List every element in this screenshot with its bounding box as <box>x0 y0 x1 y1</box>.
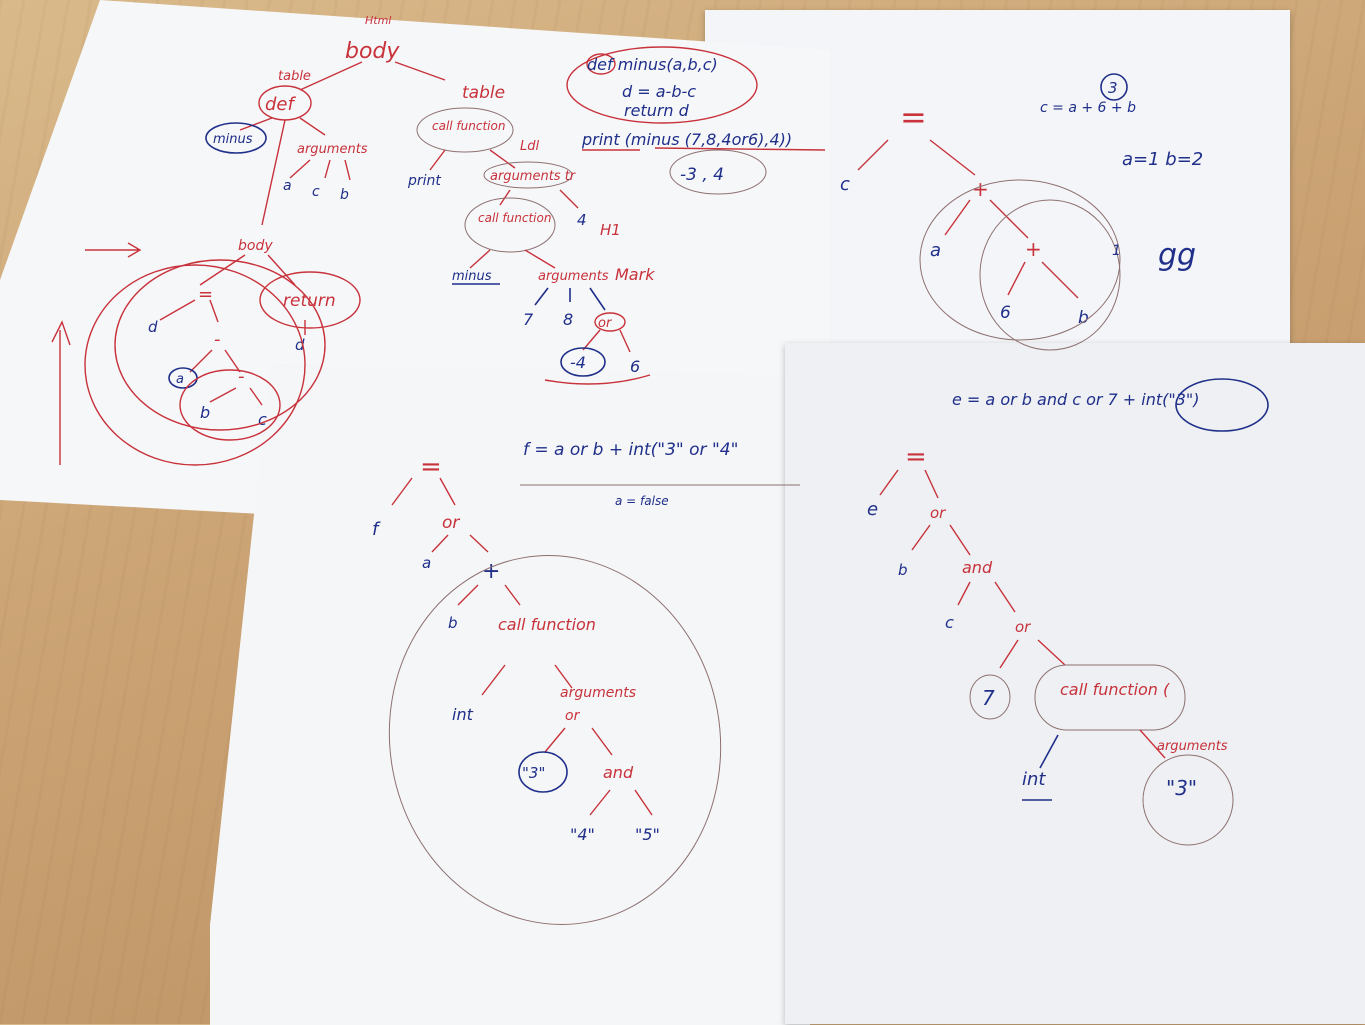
four-label: 4 <box>577 211 587 229</box>
br-three: "3" <box>1166 776 1197 800</box>
minus-circle <box>205 122 267 154</box>
sheet-bottom-right <box>785 343 1365 1024</box>
sub-c: c <box>258 410 267 429</box>
body-label: body <box>345 39 400 64</box>
html-label: Html <box>365 14 391 27</box>
br-call-function: call function ( <box>1060 680 1170 699</box>
arg-c: c <box>312 184 320 200</box>
br-int: int <box>1022 769 1046 790</box>
call-function-2-label: call function <box>478 211 551 225</box>
bl-formula: f = a or b + int("3" or "4" <box>523 440 738 460</box>
bl-plus: + <box>482 559 500 584</box>
neg-4: -4 <box>570 353 586 372</box>
minus-label: minus <box>213 132 253 147</box>
tr-one: 1 <box>1112 243 1121 259</box>
tr-formula: c = a + 6 + b <box>1040 100 1136 116</box>
tr-six: 6 <box>1000 303 1011 323</box>
tr-plus-2: + <box>1025 237 1042 261</box>
or-node: or <box>598 316 613 331</box>
bl-call-function: call function <box>498 615 596 634</box>
tr-b: b <box>1078 308 1089 328</box>
call-function-label: call function <box>432 119 505 133</box>
table-label-2: table <box>462 83 505 103</box>
result-label: -3 , 4 <box>680 165 724 185</box>
bl-four: "4" <box>570 825 595 844</box>
arguments-label: arguments <box>297 142 368 157</box>
sub-a: a <box>176 372 184 387</box>
mark-label: Mark <box>615 265 655 284</box>
top-left-tree: Html body table def minus arguments a c … <box>51 14 826 466</box>
br-seven: 7 <box>982 686 995 710</box>
br-c: c <box>945 613 954 632</box>
sub-b: b <box>200 403 210 422</box>
arg-7: 7 <box>523 310 534 329</box>
top-right-tree: 3 c = a + 6 + b a=1 b=2 = c + a + 6 b 1 … <box>840 73 1203 351</box>
minus-op-2: - <box>238 366 245 387</box>
arg-a: a <box>283 178 292 194</box>
arguments-2-label: arguments <box>538 269 609 284</box>
print-label: print <box>407 173 441 189</box>
bl-eq: = <box>420 452 442 482</box>
tr-gg: gg <box>1158 238 1196 273</box>
br-e: e <box>867 499 878 520</box>
return-d: d <box>295 336 305 354</box>
assign-eq: = <box>198 284 213 305</box>
tr-eq: = <box>900 98 927 136</box>
assign-d: d <box>148 318 158 336</box>
ldl-label: Ldl <box>520 139 539 154</box>
tr-assign: a=1 b=2 <box>1122 149 1203 170</box>
arg-b: b <box>340 187 349 203</box>
br-or: or <box>930 504 946 522</box>
br-b: b <box>898 561 908 579</box>
bottom-left-tree: f = a or b + int("3" or "4" a = false = … <box>372 440 800 925</box>
arg-6: 6 <box>630 357 640 376</box>
code-line-3: return d <box>624 101 690 120</box>
h1-label: H1 <box>600 221 621 239</box>
bl-note: a = false <box>615 494 669 508</box>
minus-op-1: - <box>214 329 221 350</box>
bl-five: "5" <box>635 825 660 844</box>
arguments-tr-label: arguments tr <box>490 169 577 184</box>
bl-a: a <box>422 554 431 572</box>
tr-c: c <box>840 174 850 195</box>
br-or-2: or <box>1015 618 1031 636</box>
br-and: and <box>962 558 993 577</box>
bl-or-2: or <box>565 708 581 724</box>
table-label-1: table <box>278 69 311 84</box>
tr-three: 3 <box>1108 79 1118 97</box>
bl-or: or <box>442 513 460 533</box>
minus-2-label: minus <box>452 269 492 284</box>
bl-f: f <box>372 519 381 540</box>
br-eq: = <box>905 442 927 472</box>
body-2-label: body <box>238 238 273 254</box>
bl-b: b <box>448 614 458 632</box>
def-label: def <box>265 94 297 115</box>
bl-int: int <box>452 705 474 724</box>
tr-a: a <box>930 240 941 261</box>
bl-and: and <box>603 763 634 782</box>
bl-arguments: arguments <box>560 685 636 701</box>
code-line-2: d = a-b-c <box>622 82 696 101</box>
bottom-right-tree: e = a or b and c or 7 + int("3") = e or … <box>867 378 1269 846</box>
tr-plus-1: + <box>972 177 989 201</box>
bl-three: "3" <box>522 764 545 782</box>
br-arguments: arguments <box>1157 739 1228 754</box>
code-line-1: def minus(a,b,c) <box>587 55 718 74</box>
arg-8: 8 <box>563 310 573 329</box>
br-formula: e = a or b and c or 7 + int("3") <box>952 390 1200 409</box>
code-line-4: print (minus (7,8,4or6),4)) <box>581 130 792 149</box>
